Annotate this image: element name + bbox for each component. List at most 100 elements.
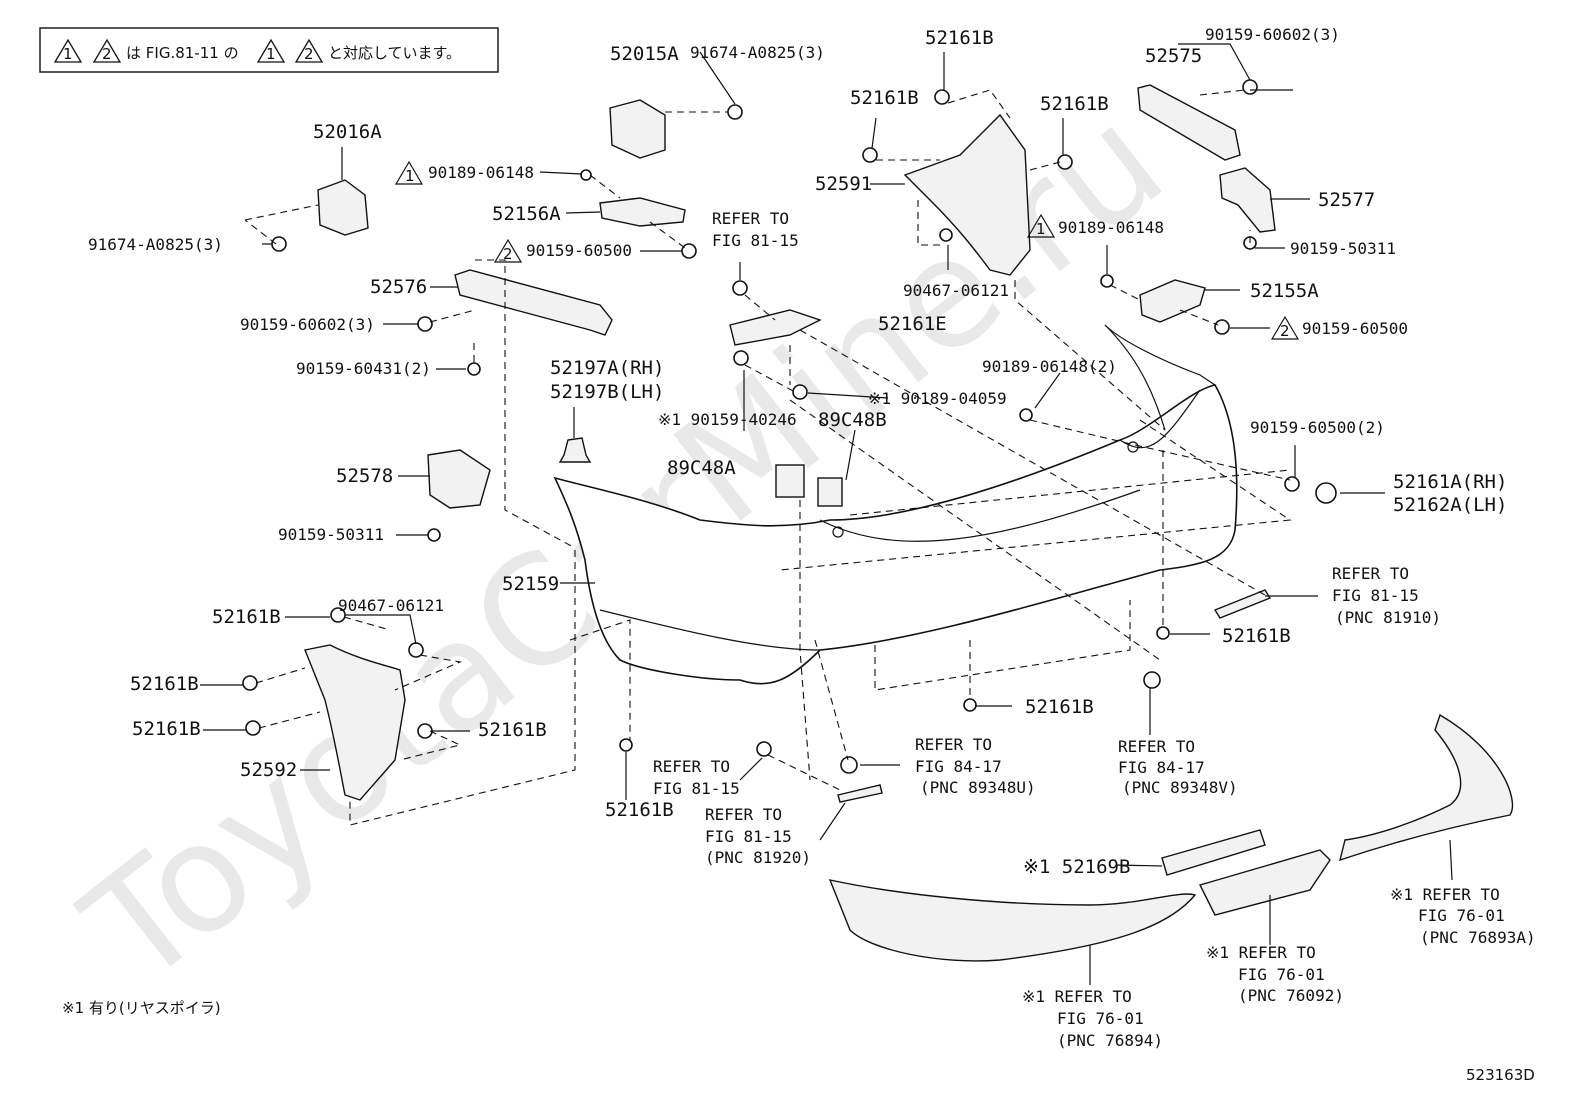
mark-1b: 1 bbox=[266, 45, 276, 63]
figure-code: 523163D bbox=[1466, 1066, 1535, 1084]
triangle-marks: 1 2 1 2 bbox=[394, 160, 1300, 340]
label-52576: 52576 bbox=[370, 276, 427, 298]
bracket-52016A bbox=[317, 179, 369, 236]
refer-8115-c-1: REFER TO bbox=[653, 757, 730, 776]
header-note: 1 2 は FIG.81-11 の 1 2 と対応しています。 bbox=[39, 27, 499, 73]
refer-7601-b-1: ※1 REFER TO bbox=[1206, 943, 1316, 962]
retainer-52575 bbox=[1137, 84, 1241, 161]
label-90189-06148-a: 90189-06148 bbox=[428, 163, 534, 182]
bracket-52155A bbox=[1139, 279, 1206, 323]
refer-8417-b-1: REFER TO bbox=[1118, 737, 1195, 756]
label-90159-60602-l: 90159-60602(3) bbox=[240, 315, 375, 334]
label-90189-06148-c: 90189-06148(2) bbox=[982, 357, 1117, 376]
label-90467-06121-b: 90467-06121 bbox=[338, 596, 444, 615]
fasteners bbox=[242, 79, 1337, 774]
refer-7601-a-1: ※1 REFER TO bbox=[1390, 885, 1500, 904]
label-52161A: 52161A(RH) bbox=[1393, 471, 1507, 493]
label-52592: 52592 bbox=[240, 759, 297, 781]
refer-8115-b-1: REFER TO bbox=[1332, 564, 1409, 583]
assembly-lines bbox=[244, 89, 1292, 826]
label-52197B: 52197B(LH) bbox=[550, 381, 664, 403]
label-52578: 52578 bbox=[336, 465, 393, 487]
label-52016A: 52016A bbox=[313, 121, 382, 143]
mudguard-52592 bbox=[304, 644, 406, 801]
retainer-52161E bbox=[729, 309, 822, 346]
label-52161B-c: 52161B bbox=[212, 606, 281, 628]
refer-8115-d-2: FIG 81-15 bbox=[705, 827, 792, 846]
mark-1: 1 bbox=[63, 45, 73, 63]
label-90467-06121-a: 90467-06121 bbox=[903, 281, 1009, 300]
refer-8115-c-2: FIG 81-15 bbox=[653, 779, 740, 798]
label-52161B-e: 52161B bbox=[130, 673, 199, 695]
label-52577: 52577 bbox=[1318, 189, 1375, 211]
label-52162A: 52162A(LH) bbox=[1393, 494, 1507, 516]
label-52155A: 52155A bbox=[1250, 280, 1319, 302]
label-52161B-g: 52161B bbox=[132, 718, 201, 740]
refer-8417-b-3: (PNC 89348V) bbox=[1122, 778, 1238, 797]
refer-8115-a-2: FIG 81-15 bbox=[712, 231, 799, 250]
footnote: ※1 有り(リヤスポイラ) bbox=[62, 999, 221, 1017]
label-90159-50311-r: 90159-50311 bbox=[1290, 239, 1396, 258]
sensor-89C48A bbox=[775, 464, 805, 498]
label-52161B-b: 52161B bbox=[1040, 93, 1109, 115]
label-52197A: 52197A(RH) bbox=[550, 357, 664, 379]
bracket-52015A bbox=[609, 99, 666, 159]
refer-7601-c-3: (PNC 76894) bbox=[1057, 1031, 1163, 1050]
refer-8115-b-2: FIG 81-15 bbox=[1332, 586, 1419, 605]
mark-2: 2 bbox=[102, 45, 112, 63]
bracket-52578 bbox=[427, 449, 491, 509]
refer-8115-a-1: REFER TO bbox=[712, 209, 789, 228]
mudguard-52591 bbox=[903, 113, 1031, 276]
label-89C48B: 89C48B bbox=[818, 409, 887, 431]
label-52161B-i: 52161B bbox=[605, 799, 674, 821]
label-90189-06148-b: 90189-06148 bbox=[1058, 218, 1164, 237]
label-52591: 52591 bbox=[815, 173, 872, 195]
refer-8417-b-2: FIG 84-17 bbox=[1118, 758, 1205, 777]
label-52161B-top: 52161B bbox=[925, 27, 994, 49]
note-text-a: は FIG.81-11 の bbox=[126, 44, 239, 62]
mark-2b: 2 bbox=[304, 45, 314, 63]
refer-8417-a-2: FIG 84-17 bbox=[915, 757, 1002, 776]
garnish-52169B bbox=[1161, 829, 1266, 876]
label-52161E: 52161E bbox=[878, 313, 947, 335]
label-90189-04059: ※1 90189-04059 bbox=[868, 389, 1007, 408]
label-89C48A: 89C48A bbox=[667, 457, 736, 479]
svg-text:2: 2 bbox=[503, 245, 513, 263]
label-52575: 52575 bbox=[1145, 45, 1202, 67]
label-52161B-f: 52161B bbox=[1025, 696, 1094, 718]
label-91674-left: 91674-A0825(3) bbox=[88, 235, 223, 254]
bracket-52577 bbox=[1219, 167, 1276, 233]
reflector-81910 bbox=[1213, 589, 1272, 619]
refer-8417-a-1: REFER TO bbox=[915, 735, 992, 754]
spoiler-76092 bbox=[1198, 849, 1331, 916]
reflector-81920 bbox=[837, 784, 883, 803]
label-90159-60500-c: 90159-60500(2) bbox=[1250, 418, 1385, 437]
label-90159-40246: ※1 90159-40246 bbox=[658, 410, 797, 429]
svg-text:1: 1 bbox=[1036, 220, 1046, 238]
svg-text:1: 1 bbox=[405, 167, 415, 185]
refer-8115-b-3: (PNC 81910) bbox=[1335, 608, 1441, 627]
label-52156A: 52156A bbox=[492, 203, 561, 225]
refer-7601-b-3: (PNC 76092) bbox=[1238, 986, 1344, 1005]
label-52169B: ※1 52169B bbox=[1023, 856, 1130, 878]
sensor-89C48B bbox=[817, 477, 843, 507]
note-text-b: と対応しています。 bbox=[328, 44, 461, 62]
label-90159-50311-l: 90159-50311 bbox=[278, 525, 384, 544]
refer-7601-c-2: FIG 76-01 bbox=[1057, 1009, 1144, 1028]
bumper-cover-52159 bbox=[553, 324, 1238, 685]
spoiler-76894 bbox=[828, 879, 1197, 962]
label-90159-60602-tr: 90159-60602(3) bbox=[1205, 25, 1340, 44]
clip-52197A bbox=[558, 437, 592, 463]
label-52015A: 52015A bbox=[610, 43, 679, 65]
leader-lines bbox=[200, 43, 1453, 985]
label-52161B-a: 52161B bbox=[850, 87, 919, 109]
label-52161B-d: 52161B bbox=[1222, 625, 1291, 647]
refer-7601-b-2: FIG 76-01 bbox=[1238, 965, 1325, 984]
label-90159-60500-a: 90159-60500 bbox=[526, 241, 632, 260]
refer-7601-a-3: (PNC 76893A) bbox=[1420, 928, 1536, 947]
refer-8417-a-3: (PNC 89348U) bbox=[920, 778, 1036, 797]
label-90159-60431: 90159-60431(2) bbox=[296, 359, 431, 378]
label-52161B-h: 52161B bbox=[478, 719, 547, 741]
refer-7601-c-1: ※1 REFER TO bbox=[1022, 987, 1132, 1006]
